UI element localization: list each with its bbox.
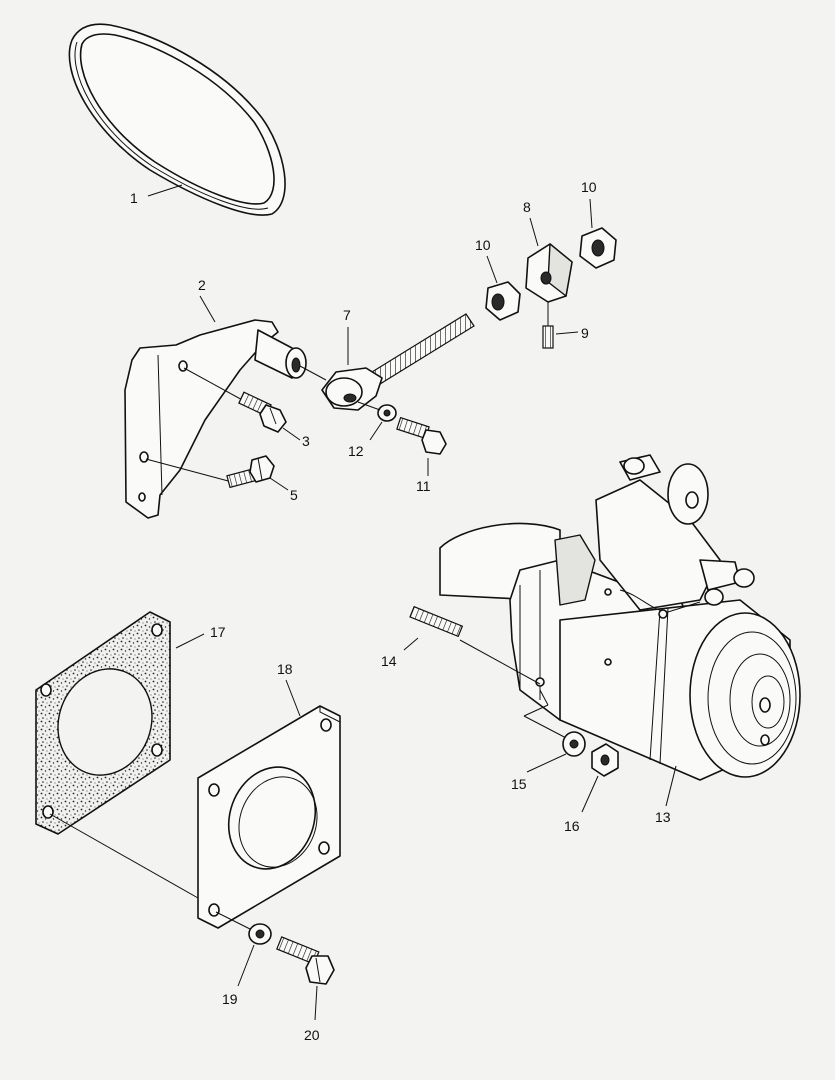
nut-10b xyxy=(579,227,617,269)
nut-16 xyxy=(591,743,619,777)
bolt-11 xyxy=(396,416,447,455)
callout-20: 20 xyxy=(304,1027,320,1043)
leader-18 xyxy=(285,679,301,717)
leader-10b xyxy=(589,198,593,229)
v-belt xyxy=(68,23,286,216)
callout-5: 5 xyxy=(290,487,298,503)
callout-16: 16 xyxy=(564,818,580,834)
starter-motor xyxy=(439,454,801,781)
leader-14 xyxy=(403,637,419,651)
leader-3 xyxy=(282,427,301,441)
leader-8 xyxy=(529,217,539,247)
washer-12 xyxy=(377,404,397,422)
leader-19 xyxy=(237,944,255,987)
leader-17 xyxy=(175,633,205,649)
callout-11: 11 xyxy=(416,478,431,494)
nut-10a xyxy=(485,281,521,321)
leader-13 xyxy=(665,765,677,807)
gasket xyxy=(35,611,171,835)
callout-1: 1 xyxy=(130,190,138,206)
bolt-5 xyxy=(226,455,275,489)
washer-19 xyxy=(248,923,272,945)
adjusting-block xyxy=(525,243,573,303)
callout-10b: 10 xyxy=(581,179,597,195)
bolt-3 xyxy=(238,391,287,433)
callout-12: 12 xyxy=(348,443,364,459)
leader-1 xyxy=(147,184,183,197)
callout-13: 13 xyxy=(655,809,671,825)
stud xyxy=(409,605,464,638)
callout-9: 9 xyxy=(581,325,589,341)
leader-9 xyxy=(555,331,579,335)
leader-15 xyxy=(526,753,567,773)
washer-15 xyxy=(562,731,586,757)
callout-18: 18 xyxy=(277,661,293,677)
callout-17: 17 xyxy=(210,624,226,640)
callout-19: 19 xyxy=(222,991,238,1007)
callout-7: 7 xyxy=(343,307,351,323)
callout-8: 8 xyxy=(523,199,531,215)
tension-rod xyxy=(321,313,475,411)
callout-15: 15 xyxy=(511,776,527,792)
pin xyxy=(542,325,554,349)
callout-3: 3 xyxy=(302,433,310,449)
leader-20 xyxy=(314,985,318,1021)
adapter-plate xyxy=(197,705,341,929)
callout-10a: 10 xyxy=(475,237,491,253)
callout-2: 2 xyxy=(198,277,206,293)
leader-10a xyxy=(486,255,498,284)
leader-2 xyxy=(199,295,216,323)
mounting-bracket xyxy=(124,319,307,519)
leader-16 xyxy=(581,775,599,813)
bolt-20 xyxy=(276,936,335,985)
callout-14: 14 xyxy=(381,653,397,669)
leader-5 xyxy=(269,477,289,491)
leader-12 xyxy=(369,421,383,441)
